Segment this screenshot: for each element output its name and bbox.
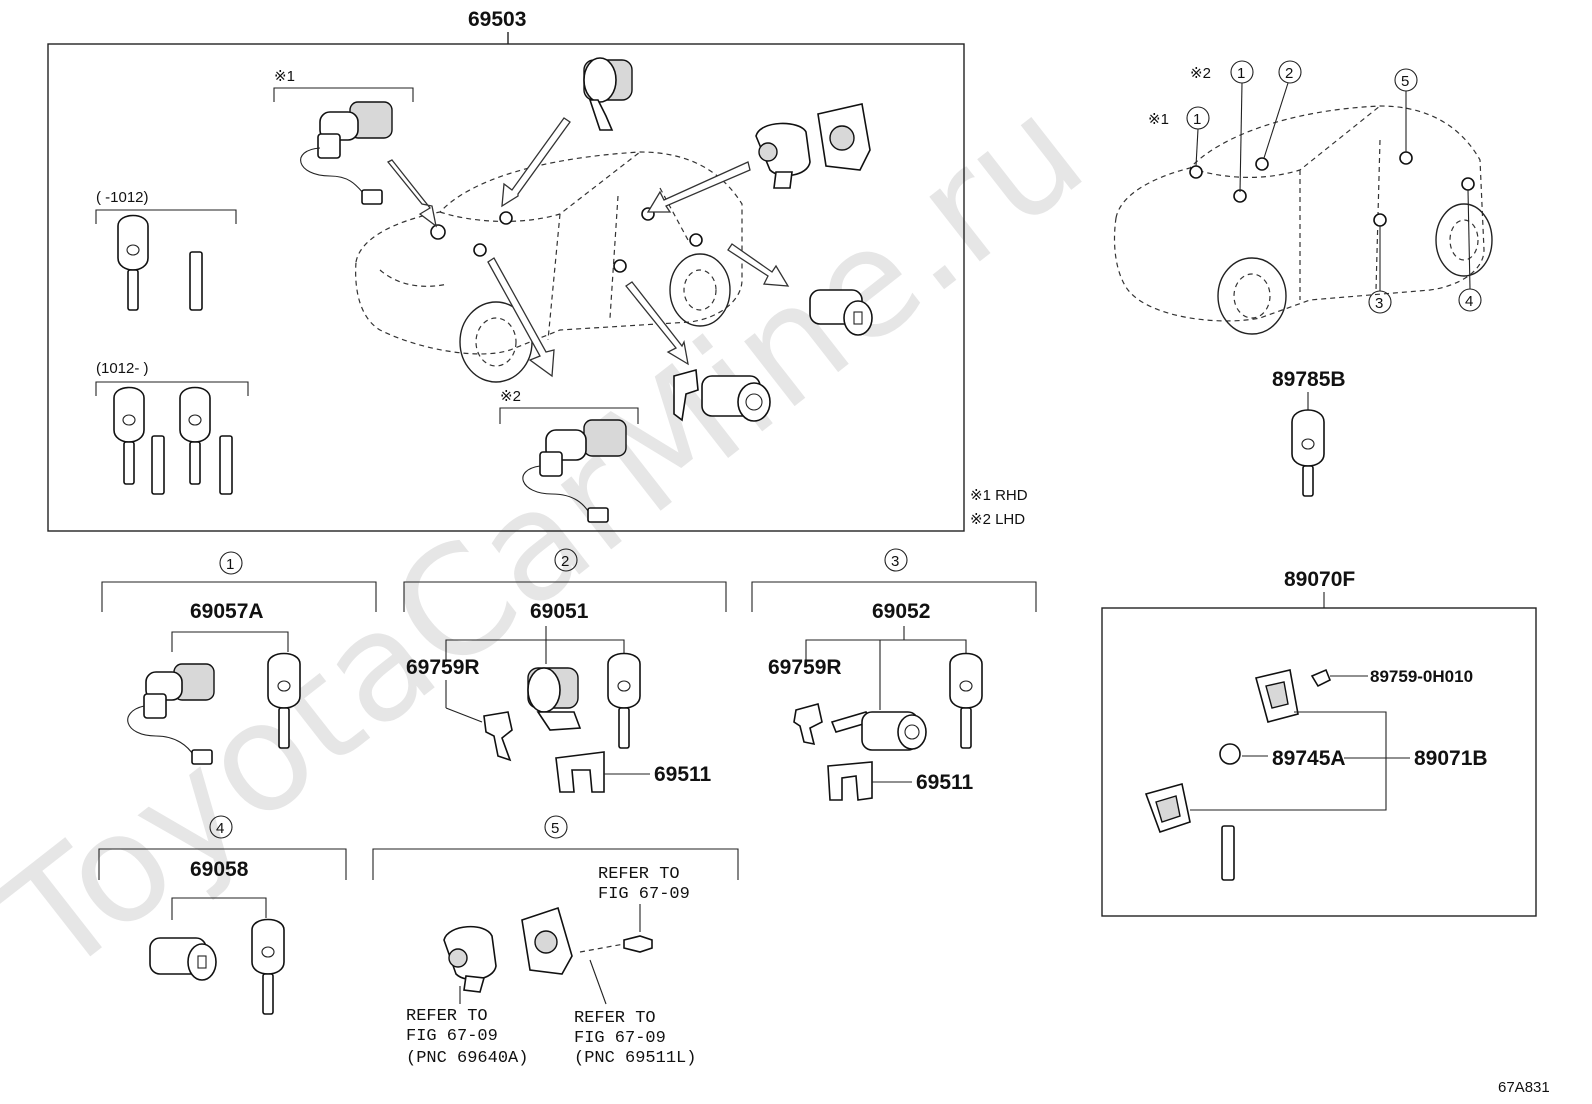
luggage-cylinder-icon: [809, 289, 873, 336]
watermark: ToyotaCarMine.ru: [0, 64, 1115, 1008]
group-2-part: 69051: [530, 600, 589, 623]
group-5-refer-3-line1: REFER TO: [574, 1009, 656, 1028]
group-2-sub-plate: 69511: [654, 763, 712, 786]
figure-code: 67A831: [1498, 1079, 1550, 1096]
door-cylinder-lever-icon: [673, 368, 771, 422]
group-3-sub-plate: 69511: [916, 771, 974, 794]
door-lock-actuator-icon: [755, 103, 871, 189]
group-3-part: 69052: [872, 600, 930, 623]
group-4-parts-icon: [149, 918, 285, 1015]
transmitter-screw: 89759-0H010: [1370, 667, 1473, 686]
group-4-part: 69058: [190, 858, 249, 881]
group-5-number: 5: [551, 820, 559, 837]
group-5-refer-2-line2: FIG 67-09: [406, 1027, 498, 1046]
locator-vehicle-icon: [1113, 105, 1493, 335]
group-3-sub-lever: 69759R: [768, 656, 842, 679]
key-late-icon: [113, 386, 233, 495]
transmitter-housing: 89071B: [1414, 747, 1488, 770]
legend-rhd: ※1 RHD: [970, 487, 1028, 504]
master-key-icon: [1291, 409, 1325, 497]
transmitter-parts-icon: [1144, 668, 1332, 881]
date-range-early: ( -1012): [96, 189, 149, 206]
group-5-refer-3-pnc: (PNC 69511L): [574, 1049, 696, 1068]
group-2-number: 2: [561, 553, 569, 570]
variant-mark-lhd: ※2: [500, 388, 521, 405]
group-1-ignition-icon: [127, 652, 301, 765]
variant-mark-rhd: ※1: [274, 68, 295, 85]
group-2-sub-lever: 69759R: [406, 656, 480, 679]
assembly-frame: [47, 43, 965, 532]
legend-lhd: ※2 LHD: [970, 511, 1025, 528]
group-5-parts-icon: [443, 906, 653, 993]
group-5-refer-2-line1: REFER TO: [406, 1007, 488, 1026]
locator-callout-2: 2: [1285, 65, 1293, 82]
group-1-part: 69057A: [190, 600, 264, 623]
key-part-number: 89785B: [1272, 368, 1346, 391]
group-5-refer-1-line2: FIG 67-09: [598, 885, 690, 904]
group-3-number: 3: [891, 553, 899, 570]
group-2-parts-icon: [483, 652, 641, 793]
locator-callout-1a: 1: [1237, 65, 1245, 82]
ignition-cylinder-lhd-icon: [522, 419, 627, 523]
vehicle-outline-icon: [355, 151, 743, 383]
locator-callout-3: 3: [1375, 295, 1383, 312]
locator-callout-5: 5: [1401, 73, 1409, 90]
locator-callouts: ※2 ※1 1 1 2 3 4 5: [1148, 60, 1482, 314]
group-4-number: 4: [216, 820, 224, 837]
transmitter-part: 89070F: [1284, 568, 1355, 591]
group-5-refer-2-pnc: (PNC 69640A): [406, 1049, 528, 1068]
callout-arrows: [386, 117, 790, 378]
group-5-refer-1-line1: REFER TO: [598, 865, 680, 884]
locator-mark-lhd: ※2: [1190, 65, 1211, 82]
ignition-cylinder-rhd-icon: [300, 101, 393, 205]
group-5-refer-3-line2: FIG 67-09: [574, 1029, 666, 1048]
back-door-cylinder-icon: [583, 57, 633, 131]
transmitter-frame: [1101, 607, 1537, 917]
locator-callout-1b: 1: [1193, 111, 1201, 128]
assembly-part-number: 69503: [468, 8, 526, 31]
key-early-icon: [117, 214, 203, 311]
date-range-late: (1012- ): [96, 360, 149, 377]
group-1-number: 1: [226, 556, 234, 573]
locator-callout-4: 4: [1465, 293, 1473, 310]
locator-mark-rhd: ※1: [1148, 111, 1169, 128]
group-3-parts-icon: [793, 652, 983, 801]
transmitter-battery: 89745A: [1272, 747, 1346, 770]
